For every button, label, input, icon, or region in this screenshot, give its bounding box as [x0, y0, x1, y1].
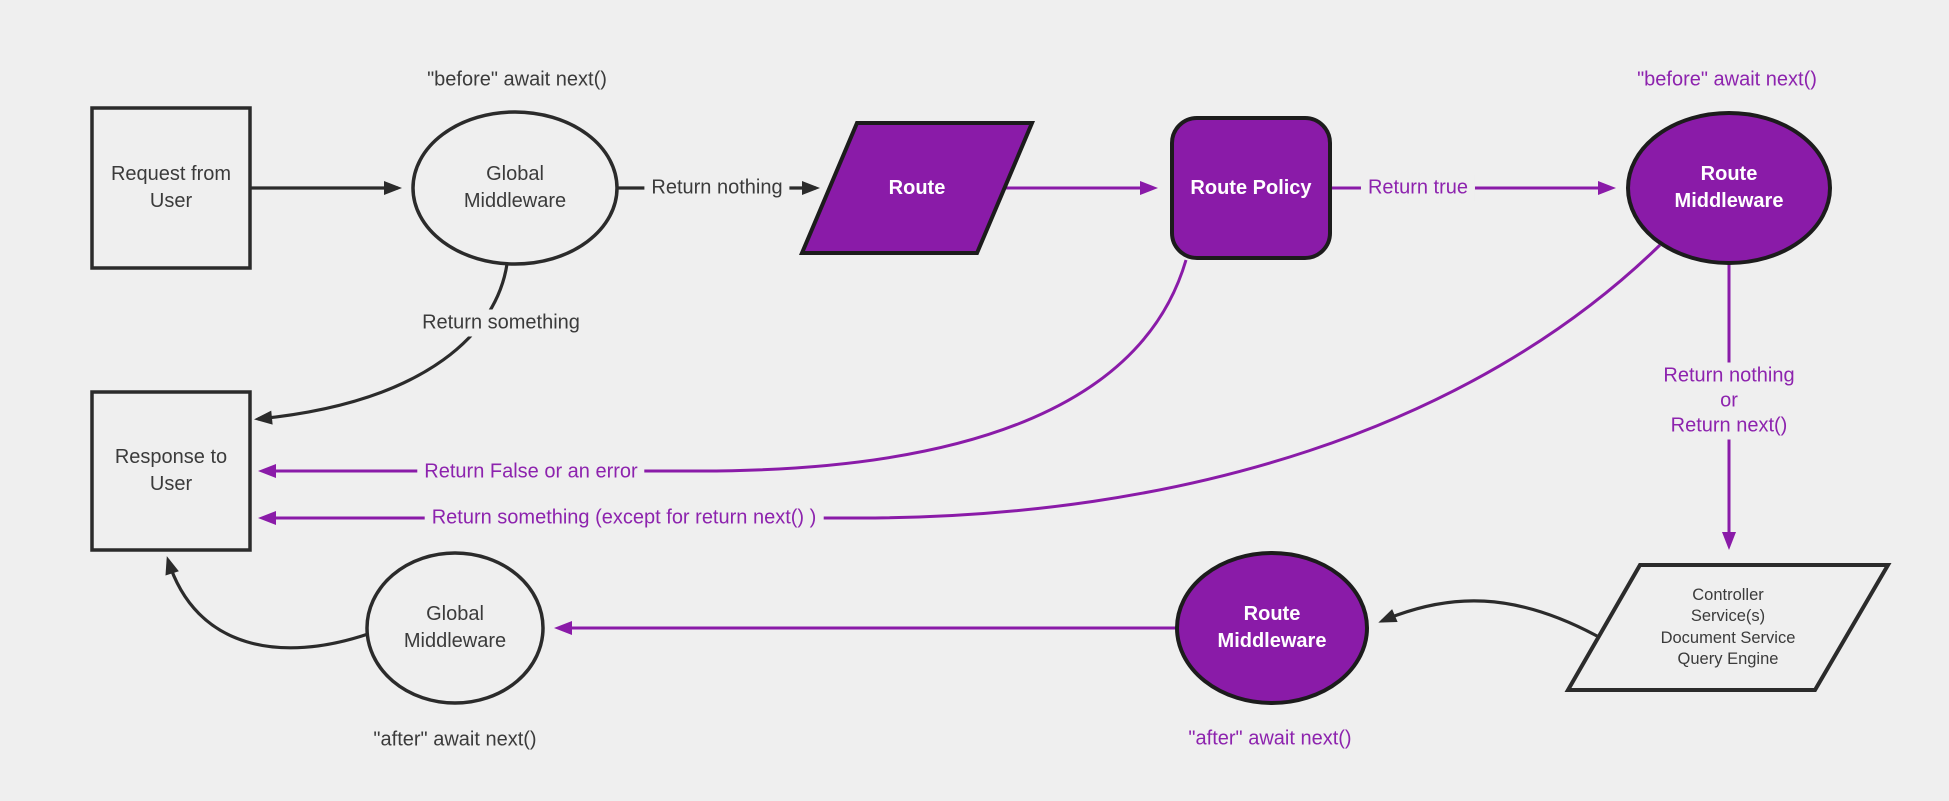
response-to-user-box	[90, 390, 252, 552]
route-parallelogram	[798, 121, 1036, 255]
edge-global-bottom-to-response	[165, 556, 369, 650]
route-policy-box	[1170, 116, 1332, 260]
global-middleware-top-ellipse	[411, 110, 619, 266]
edge-route-middleware-to-response	[258, 243, 1662, 525]
global-middleware-bottom-ellipse	[365, 551, 545, 705]
edge-global-top-to-response	[254, 263, 509, 425]
route-middleware-bottom-ellipse	[1175, 551, 1369, 705]
services-parallelogram	[1564, 563, 1892, 692]
edge-policy-to-response	[258, 259, 1188, 478]
route-middleware-top-ellipse	[1626, 111, 1832, 265]
edge-services-to-route-middleware-bottom	[1378, 599, 1598, 638]
request-from-user-box	[90, 106, 252, 270]
